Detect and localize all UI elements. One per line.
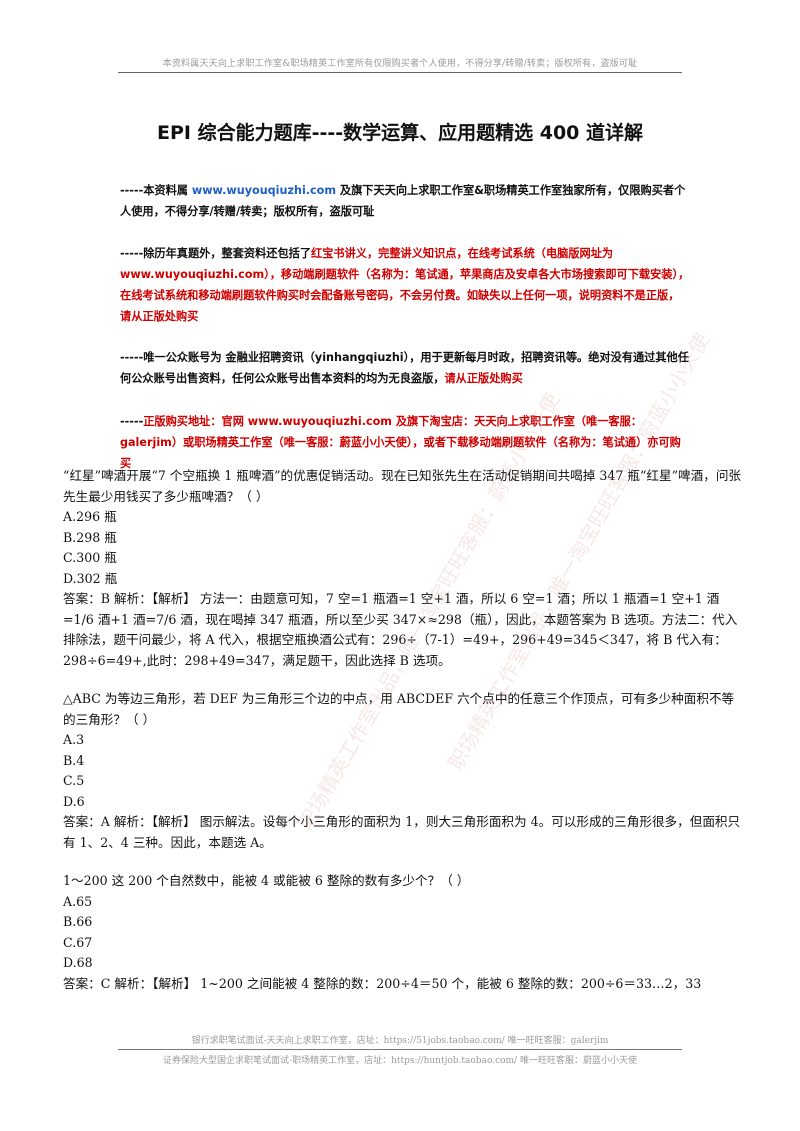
website-link[interactable]: www.wuyouqiuzhi.com (191, 184, 337, 197)
answer-explanation: 答案：A 解析：【解析】 图示解法。设每个小三角形的面积为 1，则大三角形面积为… (63, 814, 741, 850)
notice-ownership: -----本资料属 www.wuyouqiuzhi.com 及旗下天天向上求职工… (120, 180, 690, 222)
question-item: 1～200 这 200 个自然数中，能被 4 或能被 6 整除的数有多少个？（ … (63, 871, 743, 994)
option-c: C.5 (63, 773, 85, 788)
option-b: B.4 (63, 752, 85, 768)
option-d: D.6 (63, 793, 85, 809)
option-a: A.296 瓶 (63, 509, 117, 524)
notice-account-red: 请从正版处购买 (444, 372, 523, 385)
notice-official-account: -----唯一公众账号为 金融业招聘资讯（yinhangqiuzhi），用于更新… (120, 347, 690, 389)
option-c: C.300 瓶 (63, 550, 117, 565)
header-divider (118, 72, 682, 73)
option-b: B.298 瓶 (63, 529, 117, 545)
option-a: A.3 (63, 732, 85, 747)
footer-shop-line-2: 证券保险大型国企求职笔试面试-职场精英工作室，店址：https://huntjo… (163, 1056, 637, 1066)
option-d: D.302 瓶 (63, 570, 118, 586)
notice-purchase-prefix: ----- (120, 415, 144, 428)
notice-contents-red: 红宝书讲义，完整讲义知识点，在线考试系统（电脑版网址为 www.wuyouqiu… (120, 247, 690, 323)
notice-contents: -----除历年真题外，整套资料还包括了红宝书讲义，完整讲义知识点，在线考试系统… (120, 243, 690, 327)
answer-explanation: 答案：C 解析：【解析】 1~200 之间能被 4 整除的数：200÷4＝50 … (63, 975, 702, 991)
notice-contents-prefix: -----除历年真题外，整套资料还包括了 (120, 247, 312, 260)
question-list: “红星”啤酒开展“7 个空瓶换 1 瓶啤酒”的优惠促销活动。现在已知张先生在活动… (63, 466, 743, 1012)
question-item: △ABC 为等边三角形，若 DEF 为三角形三个边的中点，用 ABCDEF 六个… (63, 689, 743, 853)
notice-ownership-rest: 及旗下天天向上求职工作室&职场精英工作室独家所有，仅限购买者个人使用，不得分享/… (120, 184, 686, 218)
document-title: EPI 综合能力题库----数学运算、应用题精选 400 道详解 (156, 122, 644, 144)
notice-account-prefix: -----唯一公众账号为 金融业招聘资讯（yinhangqiuzhi），用于更新… (120, 351, 689, 385)
question-stem: “红星”啤酒开展“7 个空瓶换 1 瓶啤酒”的优惠促销活动。现在已知张先生在活动… (63, 468, 742, 504)
answer-explanation: 答案：B 解析：【解析】 方法一：由题意可知，7 空=1 瓶酒=1 空+1 酒，… (63, 591, 738, 668)
question-stem: 1～200 这 200 个自然数中，能被 4 或能被 6 整除的数有多少个？（ … (63, 873, 470, 888)
header-copyright-note: 本资料属天天向上求职工作室&职场精英工作室所有仅限购买者个人使用，不得分享/转赠… (162, 59, 638, 69)
option-c: C.67 (63, 934, 93, 950)
question-item: “红星”啤酒开展“7 个空瓶换 1 瓶啤酒”的优惠促销活动。现在已知张先生在活动… (63, 466, 743, 671)
option-a: A.65 (63, 893, 93, 909)
notice-ownership-prefix: -----本资料属 (120, 184, 192, 197)
option-d: D.68 (63, 955, 93, 970)
question-stem: △ABC 为等边三角形，若 DEF 为三角形三个边的中点，用 ABCDEF 六个… (63, 691, 735, 727)
option-b: B.66 (63, 914, 93, 929)
notice-purchase: -----正版购买地址：官网 www.wuyouqiuzhi.com 及旗下淘宝… (120, 411, 690, 474)
notice-purchase-red: 正版购买地址：官网 www.wuyouqiuzhi.com 及旗下淘宝店：天天向… (120, 415, 681, 470)
footer-shop-line-1: 银行求职笔试面试-天天向上求职工作室，店址：https://51jobs.tao… (191, 1036, 609, 1046)
footer-divider (118, 1049, 682, 1050)
